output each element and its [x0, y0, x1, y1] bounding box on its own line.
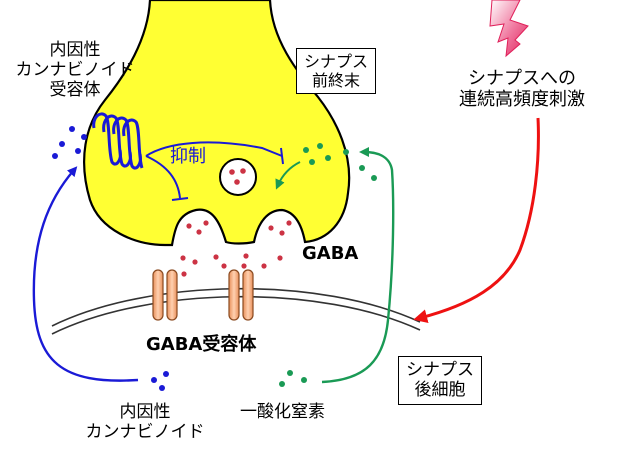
endocannabinoid-label: 内因性 カンナビノイド	[85, 402, 205, 443]
stimulus-arrow	[413, 117, 540, 324]
nitric-oxide-molecules-top	[303, 143, 377, 181]
stimulus-label: シナプスへの 連続高頻度刺激	[459, 68, 585, 111]
gaba-receptor-label: GABA受容体	[146, 334, 257, 355]
postsynaptic-cell-label: シナプス 後細胞	[398, 356, 482, 405]
presynaptic-terminal-label: シナプス 前終末	[296, 48, 377, 95]
cb1-receptor-icon	[92, 112, 144, 170]
cb1-receptor-label: 内因性 カンナビノイド 受容体	[15, 40, 135, 101]
endocannabinoid-molecules-top	[52, 126, 87, 159]
nitric-oxide-entry-arrow	[275, 161, 301, 190]
gaba-receptor-right	[228, 269, 254, 321]
presynaptic-terminal-shape	[83, 0, 351, 247]
gaba-label: GABA	[302, 243, 359, 264]
inhibition-line-right	[145, 141, 283, 157]
nitric-oxide-molecules-bottom	[279, 370, 307, 387]
gaba-molecules	[180, 253, 283, 277]
lightning-bolt-icon	[489, 0, 529, 58]
synaptic-vesicle	[219, 158, 257, 196]
endocannabinoid-retrograde-arrow	[32, 166, 139, 382]
nitric-oxide-retrograde-arrow	[321, 147, 395, 384]
inhibition-line-down	[145, 155, 181, 199]
nitric-oxide-label: 一酸化窒素	[240, 402, 325, 422]
endocannabinoid-molecules-bottom	[151, 371, 169, 391]
gaba-receptor-left	[152, 269, 178, 321]
inhibition-label: 抑制	[170, 146, 206, 167]
